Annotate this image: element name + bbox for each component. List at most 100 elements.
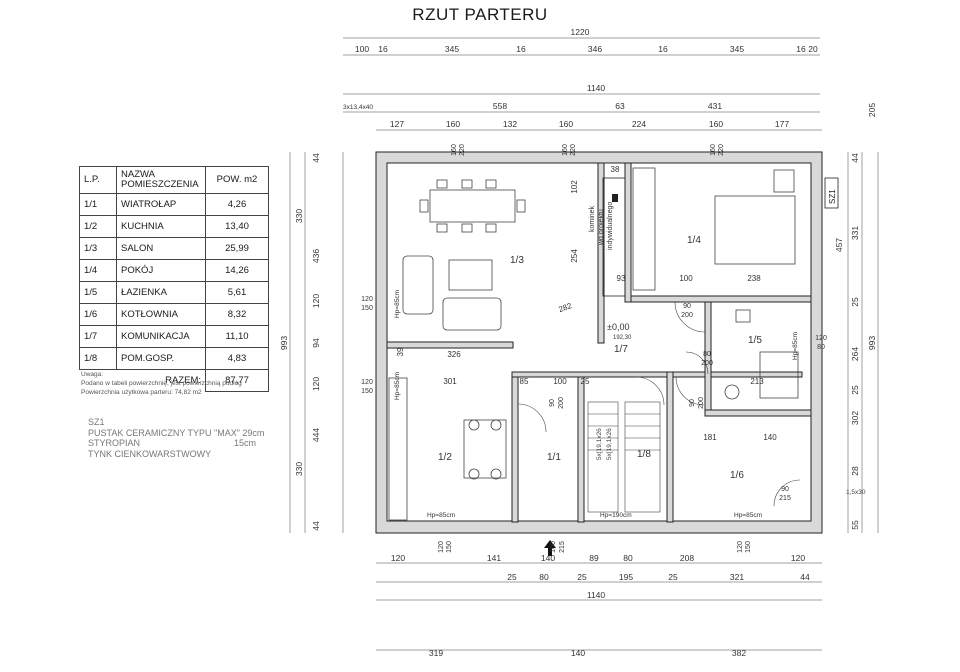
- svg-text:140: 140: [763, 433, 777, 442]
- svg-text:SZ1: SZ1: [828, 189, 837, 204]
- svg-text:301: 301: [443, 377, 457, 386]
- kitchen-counter: [388, 377, 408, 521]
- svg-text:80: 80: [703, 351, 711, 358]
- wall-spec-code: SZ1: [88, 417, 105, 427]
- svg-text:382: 382: [732, 648, 746, 658]
- svg-text:1,5x30: 1,5x30: [846, 489, 866, 496]
- svg-text:44: 44: [311, 521, 321, 531]
- svg-text:Hp=85cm: Hp=85cm: [734, 512, 762, 519]
- wall-spec: SZ1 PUSTAK CERAMICZNY TYPU "MAX" 29cm ST…: [84, 417, 268, 477]
- svg-text:100: 100: [355, 44, 369, 54]
- svg-text:160: 160: [446, 119, 460, 129]
- svg-text:102: 102: [570, 180, 579, 194]
- plan-title: RZUT PARTERU: [412, 5, 548, 24]
- dimension-lines: [289, 37, 879, 651]
- svg-text:200: 200: [681, 312, 693, 319]
- wall-salon-kuchnia: [386, 341, 514, 349]
- svg-text:200: 200: [701, 360, 713, 367]
- sink: [735, 309, 751, 323]
- room-label-1-1: 1/1: [547, 452, 561, 463]
- svg-text:94: 94: [311, 338, 321, 348]
- svg-text:100: 100: [550, 541, 557, 553]
- svg-text:160: 160: [710, 144, 717, 156]
- room-label-1-6: 1/6: [730, 470, 744, 481]
- svg-text:16: 16: [796, 44, 806, 54]
- room-labels: 1/1 1/2 1/3 1/4 1/5 1/6 1/7 1/8: [438, 235, 762, 481]
- svg-text:90: 90: [683, 303, 691, 310]
- chimney-text-3: indywidualnego: [607, 202, 614, 250]
- svg-text:150: 150: [745, 541, 752, 553]
- svg-text:90: 90: [781, 486, 789, 493]
- dim-left-993: 993: [279, 336, 289, 350]
- svg-text:200: 200: [558, 397, 565, 409]
- svg-text:436: 436: [311, 249, 321, 263]
- svg-text:558: 558: [493, 101, 507, 111]
- wall-kuchnia-wiatrolap: [511, 371, 519, 523]
- dining-table: [429, 189, 516, 223]
- svg-text:321: 321: [730, 572, 744, 582]
- svg-text:93: 93: [617, 274, 626, 283]
- furniture: [388, 167, 799, 521]
- svg-text:457: 457: [834, 238, 844, 252]
- svg-text:28: 28: [850, 466, 860, 476]
- floor-sublevel: 192,30: [613, 335, 632, 341]
- dim-top-1140: 1140: [587, 83, 606, 93]
- svg-text:160: 160: [562, 144, 569, 156]
- outer-wall: [375, 151, 823, 534]
- room-label-1-2: 1/2: [438, 452, 452, 463]
- svg-text:25: 25: [507, 572, 517, 582]
- svg-text:140: 140: [541, 553, 555, 563]
- wall-wiatrolap-right: [577, 371, 585, 523]
- svg-text:120: 120: [438, 541, 445, 553]
- svg-text:220: 220: [570, 144, 577, 156]
- svg-text:16: 16: [658, 44, 668, 54]
- svg-text:141: 141: [487, 553, 501, 563]
- svg-text:120: 120: [737, 541, 744, 553]
- svg-text:238: 238: [747, 274, 761, 283]
- svg-text:331: 331: [850, 226, 860, 240]
- svg-text:89: 89: [589, 553, 599, 563]
- svg-text:Hp=85cm: Hp=85cm: [394, 290, 401, 318]
- svg-text:195: 195: [619, 572, 633, 582]
- svg-text:160: 160: [709, 119, 723, 129]
- svg-text:127: 127: [390, 119, 404, 129]
- dim-right-993: 993: [867, 336, 877, 350]
- svg-text:215: 215: [779, 495, 791, 502]
- svg-text:224: 224: [632, 119, 646, 129]
- svg-text:120: 120: [791, 553, 805, 563]
- toilet: [724, 384, 740, 400]
- svg-text:205: 205: [867, 103, 877, 117]
- interior-dims: 93 100 238 326 301 85 100 25 213 181 140…: [396, 165, 777, 442]
- svg-text:120: 120: [311, 377, 321, 391]
- dim-bottom-1140: 1140: [587, 590, 606, 600]
- room-label-1-3: 1/3: [510, 255, 524, 266]
- room-label-1-4: 1/4: [687, 235, 701, 246]
- svg-text:431: 431: [708, 101, 722, 111]
- svg-text:16: 16: [516, 44, 526, 54]
- wall-pokoj-left: [624, 162, 632, 303]
- chimney-text-2: wg projektu: [598, 209, 605, 246]
- wall-pokoj-bottom: [624, 295, 812, 303]
- svg-text:90: 90: [549, 399, 556, 407]
- svg-text:63: 63: [615, 101, 625, 111]
- svg-text:215: 215: [559, 541, 566, 553]
- wall-lazienka-bottom: [704, 409, 812, 417]
- svg-text:3x13,4x40: 3x13,4x40: [343, 104, 373, 111]
- table-total-row: RAZEM: 87,77: [80, 369, 269, 392]
- svg-text:319: 319: [429, 648, 443, 658]
- hp-labels: Hp=85cm Hp=190cm Hp=85cm Hp=85cm Hp=85cm…: [394, 290, 799, 519]
- svg-text:120: 120: [391, 553, 405, 563]
- wall-corridor-top: [511, 371, 803, 378]
- svg-text:80: 80: [539, 572, 549, 582]
- coffee-table: [448, 259, 493, 291]
- sofa-left: [402, 255, 434, 315]
- wall-spec-line3: TYNK CIENKOWARSTWOWY: [88, 448, 212, 459]
